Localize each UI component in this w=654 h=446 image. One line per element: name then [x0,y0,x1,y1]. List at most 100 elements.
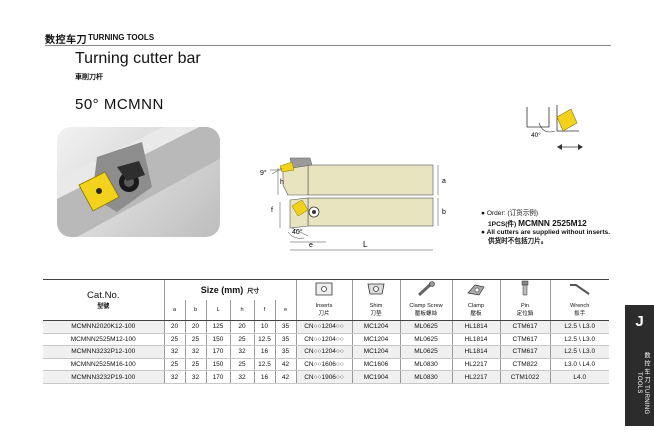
table-cell: 12.5 [253,358,275,372]
header-divider [45,45,611,46]
section-title-en: TURNING TOOLS [88,33,155,42]
table-cell: MC1204 [351,333,400,347]
table-cell: CTM617 [499,333,550,347]
catno-header: Cat.No. 型號 [43,279,164,321]
table-cell: 10 [253,320,275,334]
table-cell: CTM822 [499,358,550,372]
table-cell: 25 [163,333,185,347]
table-cell: ML0830 [399,358,452,372]
table-cell: 35 [274,345,296,359]
table-cell: L2.5 \ L3.0 [549,333,609,347]
table-cell: 16 [253,345,275,359]
section-side-text: 数 控 车 刀 TURNING TOOLS [636,351,649,415]
dim-header-L: L [205,300,230,321]
table-cell: CN○○1204○○ [295,333,352,347]
table-cell: HL1814 [451,345,500,359]
inserts-header: Inserts 刀片 [295,300,352,321]
table-cell: 42 [274,370,296,384]
order-line-1: ● Order: (订货示例) [481,210,539,217]
table-cell: CTM617 [499,345,550,359]
dim-header-a: a [163,300,185,321]
table-cell: MC1204 [351,345,400,359]
table-cell: CTM1022 [499,370,550,384]
table-cell: 25 [163,358,185,372]
pin-label-zh: 定位銷 [516,311,534,317]
table-cell: 35 [274,333,296,347]
table-row: MCMNN2525M16-100 25 25 150 25 12.5 42 CN… [43,358,609,372]
table-cell: 170 [205,370,230,384]
table-cell: 150 [205,333,230,347]
size-header: Size (mm)尺寸 [163,279,296,300]
table-row: MCMNN3232P19-100 32 32 170 32 16 42 CN○○… [43,370,609,384]
table-cell: MCMNN2525M12-100 [43,333,164,347]
section-title-zh: 数控车刀 [45,35,87,46]
table-cell: 32 [163,370,185,384]
table-cell: 170 [205,345,230,359]
table-cell: ML0625 [399,333,452,347]
table-cell: HL2217 [451,370,500,384]
clamp-screw-icon [399,279,452,300]
table-cell: 20 [163,320,185,334]
wrench-label-zh: 扳手 [574,311,586,317]
dim-h-label: h [280,179,284,186]
wrench-icon [549,279,609,300]
model-heading: 50° MCMNN [75,96,164,113]
table-cell: CN○○1906○○ [295,370,352,384]
table-cell: MCMNN2525M16-100 [43,358,164,372]
shim-label: Shim [369,303,383,309]
dim-a-label: a [442,178,446,185]
table-cell: 25 [229,358,254,372]
table-cell: MCMNN2020K12-100 [43,320,164,334]
clamp-icon [451,279,500,300]
clamp-label: Clamp [467,303,485,309]
section-side-tab: J 数 控 车 刀 TURNING TOOLS [625,305,654,426]
table-cell: CN○○1606○○ [295,358,352,372]
table-cell: HL2217 [451,358,500,372]
order-line-3: ● All cutters are supplied without inser… [481,229,611,237]
product-photo [57,127,220,237]
table-cell: MCMNN3232P19-100 [43,370,164,384]
table-cell: MC1606 [351,358,400,372]
table-cell: CN○○1204○○ [295,345,352,359]
table-cell: HL1814 [451,320,500,334]
dim-header-e: e [274,300,296,321]
dim-header-b: b [184,300,206,321]
table-row: MCMNN3232P12-100 32 32 170 32 16 35 CN○○… [43,345,609,359]
section-letter: J [635,313,644,330]
angle-detail-label: 40° [531,131,541,139]
table-cell: 42 [274,358,296,372]
page-subtitle-zh: 車削刀杆 [75,74,103,81]
inserts-label-zh: 刀片 [318,311,330,317]
inserts-label: Inserts [315,303,333,309]
table-cell: ML0830 [399,370,452,384]
dim-header-h: h [229,300,254,321]
clamp-screw-label-zh: 壓板螺絲 [414,311,438,317]
table-cell: 20 [184,320,206,334]
dim-e-label: e [309,242,313,249]
technical-drawing: 9° h a f b 40° e L [260,157,446,251]
table-cell: MC1204 [351,320,400,334]
table-row: MCMNN2020K12-100 20 20 125 20 10 35 CN○○… [43,320,609,334]
catno-label: Cat.No. [86,290,120,301]
table-cell: 32 [229,370,254,384]
table-cell: 32 [184,370,206,384]
spec-table-body: MCMNN2020K12-100 20 20 125 20 10 35 CN○○… [43,320,609,384]
order-qty: 1PCS(件) [488,220,517,228]
table-cell: MC1904 [351,370,400,384]
spec-table: Cat.No. 型號 Size (mm)尺寸 [43,279,609,384]
table-cell: 25 [184,358,206,372]
table-cell: 20 [229,320,254,334]
dim-b-label: b [442,209,446,216]
size-label: Size (mm) [200,285,244,295]
order-note: ● Order: (订货示例) 1PCS(件) MCMNN 2525M12 ● … [481,210,610,246]
table-cell: ML0625 [399,345,452,359]
dim-header-f: f [253,300,275,321]
pin-icon [499,279,550,300]
table-cell: 32 [163,345,185,359]
table-cell: 35 [274,320,296,334]
